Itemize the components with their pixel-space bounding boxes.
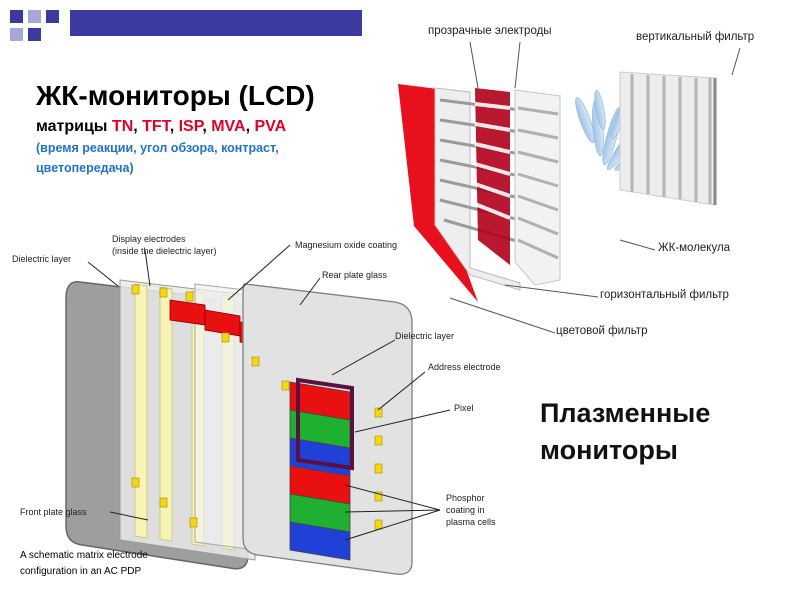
lcd-leader-lines [449,41,741,334]
pdp-label-pixel: Pixel [454,403,474,413]
pdp-label-front-plate: Front plate glass [20,507,87,517]
matrix-separator: , [245,118,255,135]
pdp-label-dielectric-left: Dielectric layer [12,254,72,264]
lcd-electrode-red-panel [475,88,510,265]
label-lc-molecule: ЖК-молекула [658,242,731,254]
pdp-caption-line: A schematic matrix electrode [20,550,148,561]
label-vertical-filter: вертикальный фильтр [636,31,755,43]
label-color-filter: цветовой фильтр [556,325,648,337]
decor-square [46,10,59,23]
matrix-type: TFT [142,118,170,135]
pdp-electrode-tabs [131,284,383,530]
pdp-label-display-electrodes-sub: (inside the dielectric layer) [112,246,217,256]
matrix-type: TN [111,118,134,135]
matrix-types-line: матрицы TN, TFT, ISP, MVA, PVA [36,118,286,136]
pdp-caption-line: configuration in an AC PDP [20,566,142,577]
corner-squares-decoration [0,0,70,55]
matrix-prefix: матрицы [36,118,112,135]
label-transparent-electrodes: прозрачные электроды [428,25,552,37]
pdp-phosphor-cells [289,381,351,561]
header-accent-bar [70,10,362,36]
decor-square [10,10,23,23]
plasma-heading: Плазменные мониторы [540,395,710,469]
matrix-parameters-note: (время реакции, угол обзора, контраст, ц… [36,141,279,175]
plasma-heading-line: мониторы [540,435,678,465]
pdp-label-rear-plate: Rear plate glass [322,270,388,280]
matrix-separator: , [202,118,212,135]
pdp-label-phosphor-line: coating in [446,505,485,515]
pdp-label-magnesium-oxide: Magnesium oxide coating [295,240,398,250]
matrix-type: PVA [254,118,287,135]
pdp-pixel-highlight [296,377,354,471]
matrix-type: MVA [211,118,246,135]
matrix-separator: , [133,118,143,135]
matrix-separator: , [169,118,179,135]
label-horizontal-filter: горизонтальный фильтр [600,289,729,301]
page-title: ЖК-мониторы (LCD) [36,80,315,111]
lcd-electrode-panel-2 [514,89,561,286]
decor-square [28,10,41,23]
matrix-type: ISP [178,118,203,135]
pdp-label-phosphor-line: Phosphor [446,493,485,503]
pdp-leader-lines [87,244,451,541]
pdp-label-address-electrode: Address electrode [428,362,501,372]
plasma-heading-line: Плазменные [540,398,711,428]
decor-square [10,28,23,41]
pdp-label-display-electrodes: Display electrodes [112,234,186,244]
pdp-label-dielectric-right: Dielectric layer [395,331,455,341]
decor-square [28,28,41,41]
pdp-label-phosphor: Phosphor coating in plasma cells [446,492,496,528]
pdp-caption: A schematic matrix electrode configurati… [20,548,148,580]
pdp-label-phosphor-line: plasma cells [446,517,496,527]
